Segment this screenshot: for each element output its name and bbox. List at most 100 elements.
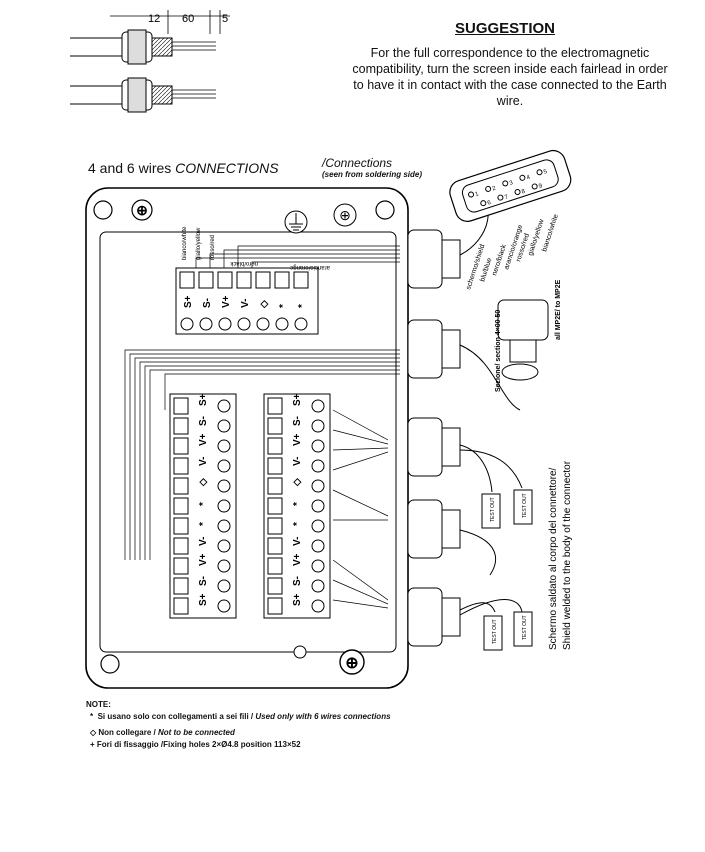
internal-wires [124,245,400,609]
mid-terminal-slot [267,537,283,555]
top-terminal-screw [275,317,289,331]
screw-icon-bottom: ⊕ [339,649,365,675]
top-terminal-screw [237,317,251,331]
suggestion-line-3: to have it in contact with the case conn… [353,78,667,92]
top-terminal-slot [274,271,290,289]
left-terminal-slot [173,437,189,455]
mid-terminal-label: * [292,522,303,526]
wire-label-orange: arancio/orange [289,264,330,270]
left-terminal-screw [217,519,231,533]
dsub-pin-label: 6 [487,200,493,207]
enclosure-inner [99,231,397,653]
mid-terminal-screw [311,539,325,553]
mid-terminal-label: S+ [292,393,303,406]
dim-60: 60 [182,13,194,25]
top-terminal-slot [236,271,252,289]
top-terminal-label: S+ [183,295,194,308]
mid-terminal-slot [267,597,283,615]
left-terminal-slot [173,577,189,595]
dsub-pin-label: 7 [504,194,510,201]
note-1-it: Si usano solo con collegamenti a sei fil… [97,712,256,721]
terminal-block-top: S+S-V+V-◇** [175,267,319,335]
dsub-pin-label: 8 [521,189,527,196]
left-terminal-label: S+ [198,393,209,406]
screw-icon-top: ⊕ [131,199,153,221]
mid-terminal-slot [267,557,283,575]
mid-terminal-label: ◇ [292,478,303,487]
mid-terminal-label: V- [292,457,303,466]
suggestion-line-1: For the full correspondence to the elect… [370,46,650,60]
mid-terminal-screw [311,439,325,453]
top-terminal-screw [180,317,194,331]
top-terminal-slot [179,271,195,289]
dsub-pin [480,200,487,207]
dsub-pin-label: 4 [526,174,532,181]
mid-terminal-slot [267,457,283,475]
mp2e-label: all MP2E/ to MP2E [555,279,562,340]
wire-label-white: bianco/white [182,226,188,260]
mid-terminal-slot [267,497,283,515]
note-3: + Fori di fissaggio /Fixing holes 2×Ø4.8… [90,740,301,749]
top-terminal-label: * [278,304,289,308]
dsub-pin [519,174,526,181]
top-terminal-screw [218,317,232,331]
mid-terminal-slot [267,417,283,435]
note-1: * Si usano solo con collegamenti a sei f… [90,712,391,721]
connector-subtitle: (seen from soldering side) [322,170,423,179]
plug-4-label: TEST OUT [522,615,528,640]
dsub-pin [485,185,492,192]
left-terminal-label: S+ [198,593,209,606]
left-terminal-slot [173,397,189,415]
plug-1-label: TEST OUT [490,497,496,522]
cable-gland-3 [407,417,461,477]
mid-terminal-label: V- [292,537,303,546]
dsub-pin-label: 5 [543,169,549,176]
left-terminal-label: ◇ [198,478,209,487]
mid-terminal-screw [311,499,325,513]
left-terminal-slot [173,517,189,535]
terminal-block-left: S+S-V+V-◇**V-V+S-S+ [169,393,237,619]
dsub-pin-label: 9 [538,183,544,190]
top-terminal-screw [294,317,308,331]
cable-stripped-1 [70,29,216,65]
mid-terminal-slot [267,517,283,535]
top-terminal-slot [198,271,214,289]
plug-2: TEST OUT [513,489,533,525]
mid-terminal-label: V+ [292,433,303,446]
mid-terminal-slot [267,437,283,455]
left-terminal-label: S- [198,576,209,586]
mid-terminal-screw [311,579,325,593]
cable-gland-2 [407,319,461,379]
top-terminal-screw [199,317,213,331]
cw-white: bianco/white [541,213,560,252]
left-terminal-label: V+ [198,553,209,566]
left-terminal-screw [217,419,231,433]
plug-1: TEST OUT [481,493,501,529]
dsub-pin [536,169,543,176]
left-terminal-screw [217,459,231,473]
top-terminal-label: * [297,304,308,308]
dsub-pin [497,194,504,201]
suggestion-line-2: compatibility, turn the screen inside ea… [352,62,668,76]
top-terminal-label: V+ [221,295,232,308]
wiring-diagram: ⊕ ⊕ ⊕ S+S-V+V-◇** S+S-V+V-◇**V-V+S-S+ S+… [85,149,573,689]
left-terminal-slot [173,477,189,495]
left-terminal-label: * [198,502,209,506]
fixing-hole-tl [93,200,113,220]
cable-drawings: 12 60 5 [70,10,230,113]
left-terminal-label: S- [198,416,209,426]
left-terminal-screw [217,399,231,413]
suggestion-line-4: wire. [496,94,524,108]
top-terminal-slot [255,271,271,289]
top-terminal-label: ◇ [259,300,270,309]
plug-3-label: TEST OUT [492,619,498,644]
dsub-pin [502,180,509,187]
left-terminal-slot [173,597,189,615]
left-terminal-label: * [198,522,209,526]
plug-3: TEST OUT [483,615,503,651]
shield-label-en: Shield welded to the body of the connect… [562,460,573,650]
svg-text:⊕: ⊕ [339,207,351,223]
top-wire-labels: bianco/white giallo/yellow rosso/red ner… [182,226,330,270]
mid-terminal-slot [267,397,283,415]
